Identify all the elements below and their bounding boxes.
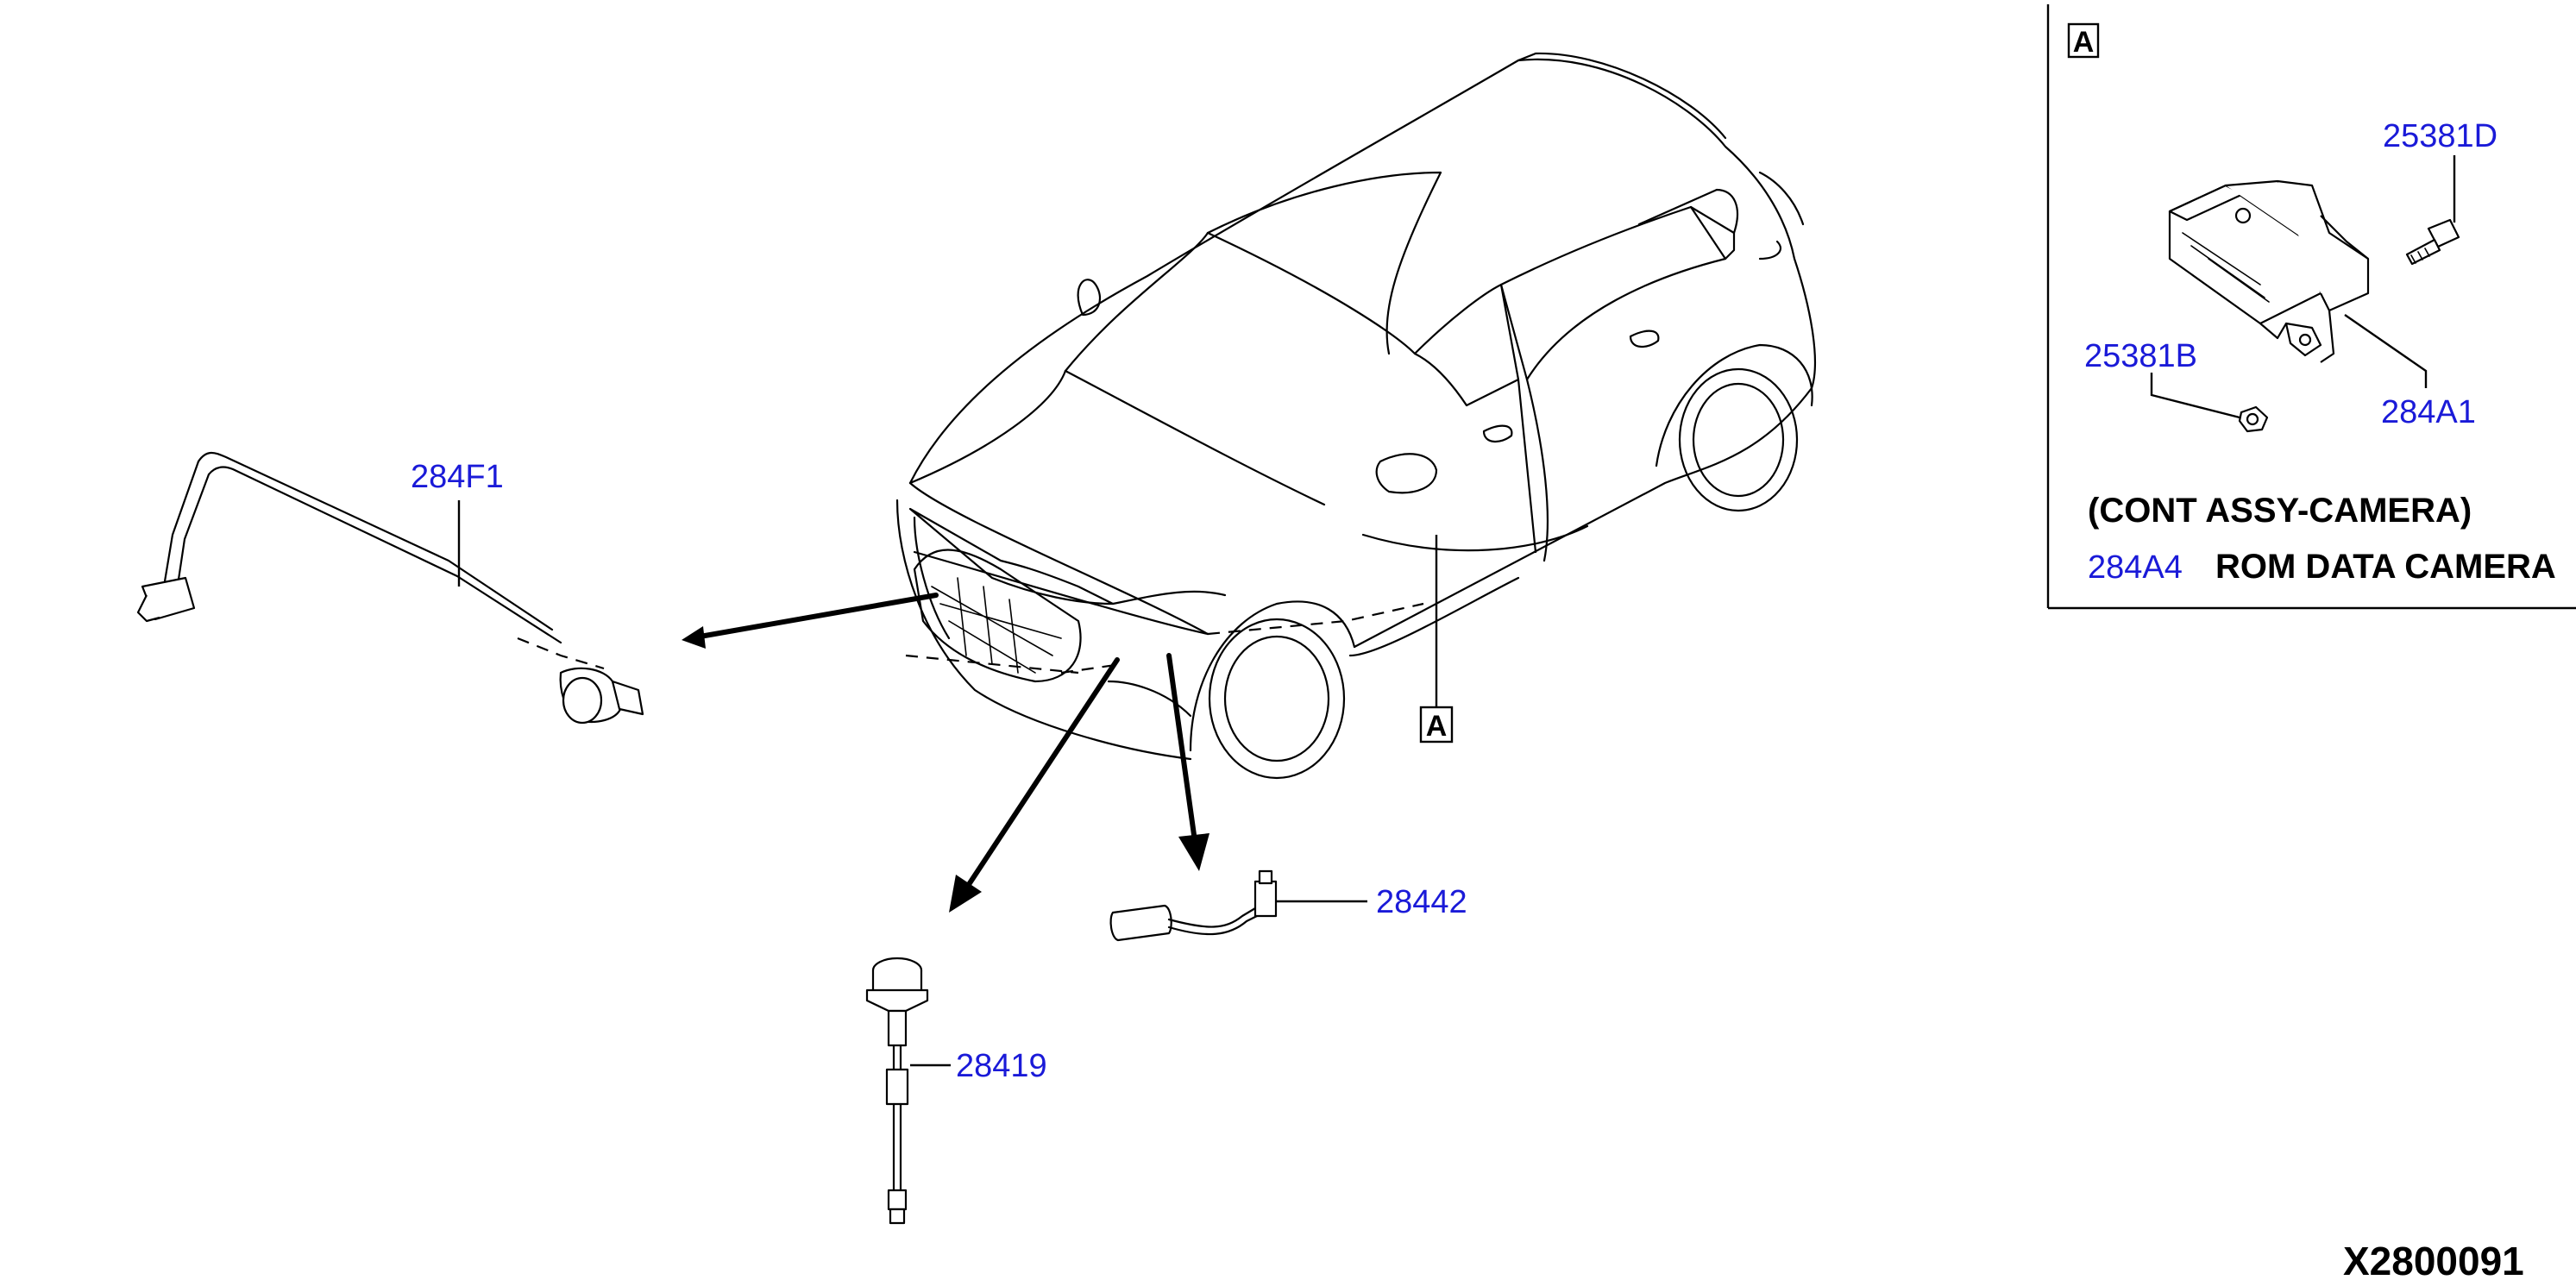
- bolt-25381D: [2405, 155, 2460, 266]
- nut-25381B: [2150, 373, 2269, 433]
- vehicle-marker-text: A: [1426, 710, 1448, 743]
- assembly-label: (CONT ASSY-CAMERA): [2088, 492, 2472, 530]
- inset-panel: A 25381D 25381B: [2046, 4, 2576, 610]
- callout-25381D: 25381D: [2383, 118, 2497, 154]
- harness-284F1: [136, 451, 644, 725]
- part-28442: [1109, 869, 1278, 942]
- part-28419: [865, 957, 929, 1225]
- callout-25381B: 25381B: [2084, 338, 2197, 374]
- leader-284A1: [2344, 314, 2428, 388]
- camera-control-unit: [2168, 179, 2370, 363]
- callout-28442: 28442: [1376, 884, 1467, 920]
- callout-284F1: 284F1: [411, 459, 504, 495]
- rom-data-label: ROM DATA CAMERA: [2215, 548, 2556, 586]
- indicator-arrows: [682, 593, 1209, 913]
- callout-284A4: 284A4: [2088, 549, 2183, 586]
- vehicle-illustration: [895, 52, 1816, 780]
- callout-28419: 28419: [956, 1048, 1047, 1084]
- inset-marker-text: A: [2073, 26, 2095, 59]
- vehicle-section-marker: A: [1419, 535, 1454, 744]
- callout-284A1: 284A1: [2381, 394, 2476, 430]
- diagram-reference-code: X2800091: [2343, 1239, 2524, 1280]
